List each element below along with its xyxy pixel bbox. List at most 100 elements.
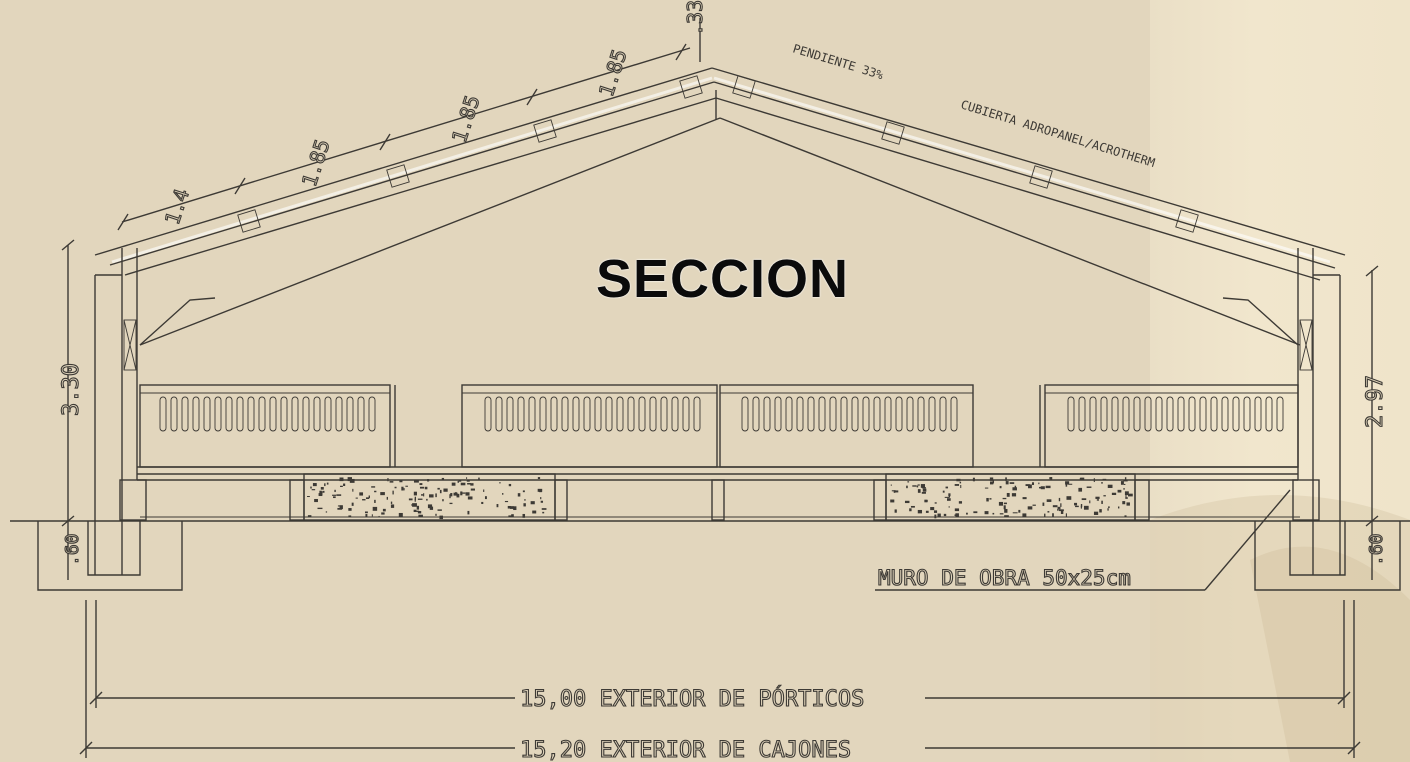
concrete-speck [398,512,403,517]
slat [649,396,657,432]
concrete-speck [1057,506,1061,510]
concrete-speck [1052,513,1054,517]
concrete-speck [1009,482,1015,484]
floor-posts [119,479,1320,521]
concrete-speck [1111,492,1117,496]
concrete-speck [317,507,323,510]
span-cajones-label: 15,20 EXTERIOR DE CAJONES [520,738,851,762]
concrete-speck [1025,484,1030,487]
concrete-speck [541,508,547,510]
concrete-speck [537,488,543,492]
concrete-speck [933,510,938,513]
concrete-speck [1012,512,1018,514]
concrete-speck [1003,505,1006,510]
concrete-blocks [303,473,1136,521]
concrete-speck [507,505,511,509]
concrete-speck [405,485,408,487]
slat [1232,396,1240,432]
slat [895,396,903,432]
slat [368,396,376,432]
concrete-speck [443,488,448,492]
concrete-speck [1046,499,1052,502]
concrete-speck [1103,495,1106,497]
concrete-speck [466,479,470,482]
slat [884,396,892,432]
concrete-speck [435,493,437,498]
concrete-speck [1099,509,1102,513]
concrete-speck [371,514,373,517]
concrete-speck [1124,477,1127,481]
concrete-speck [921,491,926,494]
concrete-speck [389,481,394,483]
slat [1199,396,1207,432]
concrete-speck [1004,515,1009,517]
concrete-speck [530,501,535,505]
concrete-speck [1065,483,1068,487]
concrete-speck [508,515,513,518]
left-column [94,248,216,575]
concrete-speck [511,514,514,517]
height-dim-right [1365,265,1379,580]
concrete-speck [439,489,442,494]
slat [594,396,602,432]
slat [572,396,580,432]
concrete-speck [427,479,430,482]
slat [225,396,233,432]
concrete-speck [339,505,343,510]
slat [550,396,558,432]
concrete-speck [439,515,443,520]
slat [335,396,343,432]
concrete-speck [910,505,915,508]
slat [1155,396,1163,432]
pendiente-label: PENDIENTE 33% [791,41,886,82]
concrete-speck [413,479,419,483]
concrete-speck [1080,505,1082,509]
concrete-speck [992,512,995,515]
concrete-speck [934,502,937,504]
concrete-speck [1107,508,1109,511]
concrete-speck [917,484,920,486]
concrete-speck [1003,502,1007,505]
concrete-speck [948,506,950,508]
concrete-speck [907,481,910,483]
concrete-speck [374,499,376,503]
concrete-speck [924,499,928,503]
concrete-speck [959,481,962,484]
concrete-speck [1004,508,1008,513]
concrete-speck [324,483,326,487]
concrete-speck [917,509,923,514]
slat [660,396,668,432]
concrete-speck [458,480,462,482]
slat [1122,396,1130,432]
slat [1144,396,1152,432]
concrete-speck [954,514,958,516]
slat [280,396,288,432]
concrete-speck [1101,500,1103,504]
section-title: SECCION [595,249,850,309]
slat [774,396,782,432]
slat [851,396,859,432]
concrete-speck [390,504,395,508]
slat [939,396,947,432]
slat [671,396,679,432]
concrete-speck [925,510,929,513]
slat [517,396,525,432]
concrete-speck [930,507,935,511]
height-left-label: 3.30 [59,363,84,416]
concrete-speck [441,477,445,481]
concrete-speck [1002,497,1007,500]
concrete-speck [532,510,537,514]
concrete-speck [365,497,370,500]
concrete-speck [465,492,470,496]
roof-dim-2: 1.85 [297,136,335,189]
concrete-speck [1045,485,1051,489]
concrete-speck [1047,511,1050,513]
slat [752,396,760,432]
concrete-speck [1096,499,1099,501]
concrete-speck [320,487,324,490]
concrete-speck [325,511,328,513]
concrete-speck [394,486,397,489]
concrete-speck [1060,511,1064,514]
